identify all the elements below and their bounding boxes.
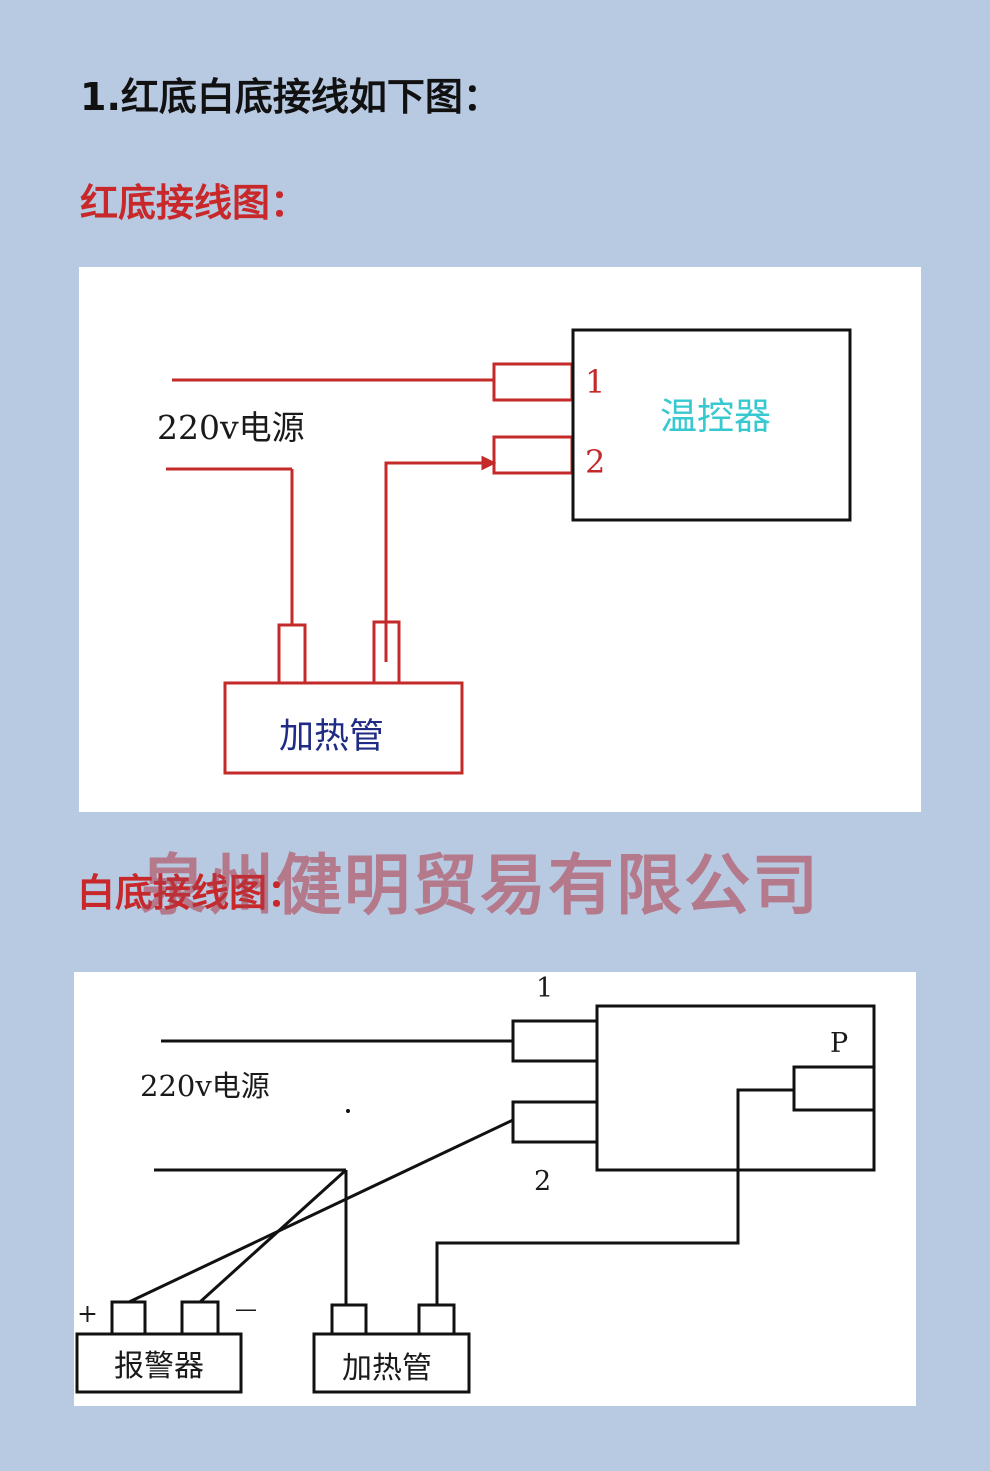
heater-to-terminal-2-wire [384, 461, 484, 662]
red-power-label: 220v电源 [157, 408, 305, 447]
red-wiring-diagram: 220v电源 1 2 温控器 加热管 [79, 267, 921, 812]
stray-dot [346, 1109, 350, 1113]
heater-right-terminal [417, 1303, 456, 1336]
terminal-p-box [792, 1065, 876, 1112]
white-wiring-svg: 220v电源 1 2 P + — 报警器 加热管 [75, 973, 876, 1394]
alarm-minus-wire [198, 1168, 348, 1304]
white-heater-label: 加热管 [342, 1351, 432, 1386]
arrow-terminal-2 [481, 455, 497, 471]
red-terminal-2-label: 2 [585, 443, 605, 481]
alarm-box [75, 1332, 243, 1394]
white-diagram-heading: 白底接线图： [77, 871, 306, 915]
alarm-minus-label: — [235, 1297, 257, 1322]
red-heater-label: 加热管 [279, 717, 384, 757]
red-wiring-svg: 220v电源 1 2 温控器 加热管 [157, 328, 852, 775]
controller-label: 温控器 [660, 395, 771, 438]
terminal-1-box [492, 362, 574, 402]
alarm-label: 报警器 [114, 1349, 204, 1384]
company-watermark: 泉州健明贸易有限公司 [140, 847, 820, 924]
page-title: 1.红底白底接线如下图： [80, 75, 501, 119]
alarm-minus-terminal [180, 1300, 220, 1336]
terminal-p-label: P [830, 1028, 848, 1059]
red-terminal-1-label: 1 [585, 363, 605, 401]
heater-left-terminal [277, 623, 307, 685]
white-terminal-2-label: 2 [534, 1166, 551, 1197]
white-terminal-2-box [511, 1100, 599, 1144]
white-terminal-1-box [511, 1019, 599, 1063]
white-power-label: 220v电源 [140, 1069, 270, 1103]
alarm-plus-label: + [77, 1299, 98, 1328]
white-terminal-1-label: 1 [536, 973, 553, 1004]
heater-to-p-wire [435, 1088, 794, 1305]
controller-box [571, 328, 852, 522]
alarm-plus-terminal [110, 1300, 147, 1336]
alarm-plus-wire [128, 1118, 514, 1304]
heater-left-terminal [330, 1303, 368, 1336]
terminal-2-box [492, 435, 574, 475]
white-wiring-diagram: 220v电源 1 2 P + — 报警器 加热管 [74, 972, 916, 1406]
red-diagram-heading: 红底接线图： [80, 181, 309, 225]
heater-box [223, 681, 464, 775]
heater-box [312, 1332, 471, 1394]
